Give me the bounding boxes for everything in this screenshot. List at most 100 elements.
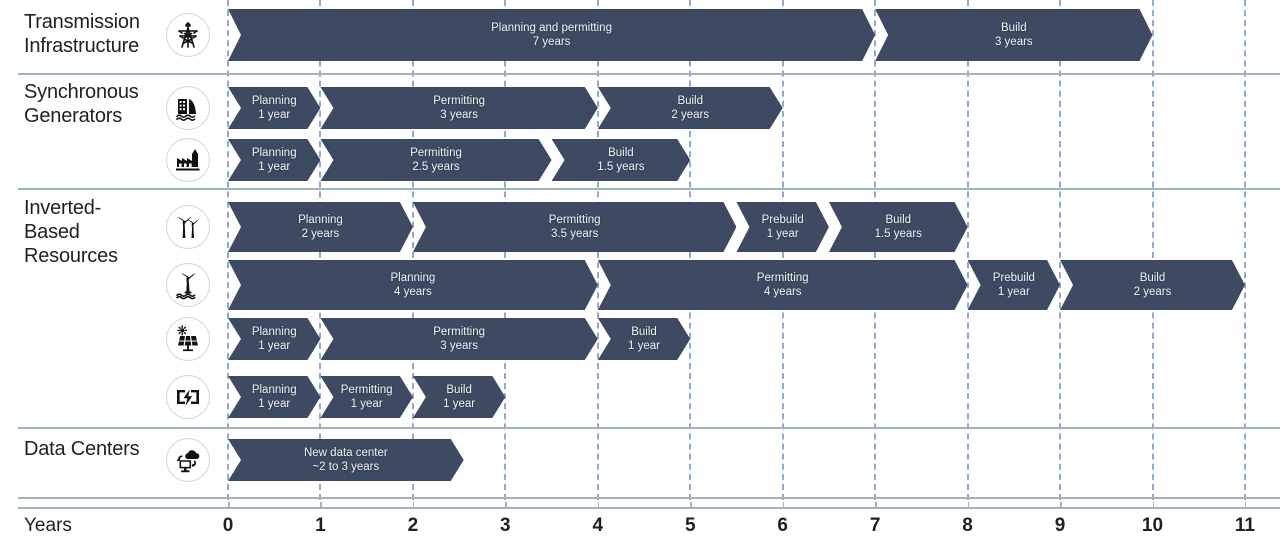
x-axis-tick-label: 5 xyxy=(684,515,696,536)
segment-phase: Permitting xyxy=(433,326,485,338)
segment-phase: Permitting xyxy=(410,147,462,159)
segment-label: New data center ~2 to 3 years xyxy=(300,446,392,474)
segment-phase: Planning xyxy=(251,326,297,338)
segment-label: Planning 1 year xyxy=(248,325,301,353)
group-separator-3 xyxy=(18,497,1280,499)
gridline-year-2 xyxy=(411,0,414,500)
segment-duration: 1.5 years xyxy=(597,161,645,173)
segment-duration: 1 year xyxy=(350,398,383,410)
x-axis-tick-2 xyxy=(412,502,415,508)
segment-phase: Prebuild xyxy=(761,214,804,226)
x-axis-tick-label: 9 xyxy=(1054,515,1066,536)
x-axis-tick-5 xyxy=(690,502,692,508)
battery-storage-icon xyxy=(166,375,210,419)
x-axis-tick-label: 4 xyxy=(592,515,604,536)
gridline-year-0 xyxy=(227,0,229,500)
segment-phase: Build xyxy=(631,326,657,338)
x-axis-tick-9 xyxy=(1060,502,1062,508)
segment-phase: Permitting xyxy=(433,95,485,107)
segment-duration: 2.5 years xyxy=(412,161,460,173)
x-axis-title: Years xyxy=(24,515,72,536)
segment-phase: Permitting xyxy=(756,272,809,284)
segment-phase: Planning xyxy=(298,214,343,226)
group-separator-2 xyxy=(18,427,1280,429)
segment-label: Permitting 2.5 years xyxy=(406,146,466,174)
x-axis-tick-11 xyxy=(1244,502,1247,508)
segment-duration: 2 years xyxy=(671,109,710,121)
x-axis-tick-label: 10 xyxy=(1141,515,1164,536)
x-axis-tick-8 xyxy=(967,502,970,508)
segment-phase: Build xyxy=(1001,22,1027,34)
gridline-year-10 xyxy=(1151,0,1154,500)
segment-phase: Planning xyxy=(390,272,436,284)
segment-duration: 1 year xyxy=(258,109,291,121)
segment-label: Permitting 3 years xyxy=(429,325,489,353)
segment-phase: New data center xyxy=(303,447,388,459)
category-label: Inverted- Based Resources xyxy=(24,197,118,267)
gridline-year-11 xyxy=(1243,0,1246,500)
x-axis-tick-4 xyxy=(597,502,600,508)
group-separator-1 xyxy=(18,188,1280,190)
segment-duration: 1 year xyxy=(258,161,291,173)
x-axis-tick-label: 7 xyxy=(869,515,881,536)
onshore-wind-icon xyxy=(166,205,210,249)
segment-duration: ~2 to 3 years xyxy=(312,461,380,473)
x-axis-tick-3 xyxy=(505,502,507,508)
segment-duration: 4 years xyxy=(763,286,802,298)
x-axis-line xyxy=(18,507,1280,509)
timeline-segment: Build 1 year xyxy=(597,318,691,360)
timeline-segment: Build 2 years xyxy=(597,87,783,129)
data-center-cloud-icon xyxy=(166,438,210,482)
gridline-year-8 xyxy=(966,0,969,500)
gridline-year-9 xyxy=(1059,0,1062,500)
segment-label: Permitting 4 years xyxy=(753,271,813,299)
segment-duration: 1 year xyxy=(628,340,660,352)
segment-duration: 2 years xyxy=(1133,286,1172,298)
timeline-segment: Planning 1 year xyxy=(228,87,321,129)
segment-phase: Build xyxy=(677,95,704,107)
segment-duration: 3.5 years xyxy=(551,228,599,240)
segment-duration: 1 year xyxy=(443,398,476,410)
x-axis-tick-1 xyxy=(320,502,322,508)
x-axis-tick-label: 8 xyxy=(962,515,973,536)
segment-phase: Planning xyxy=(251,384,297,396)
x-axis-tick-0 xyxy=(228,502,230,508)
x-axis-tick-label: 3 xyxy=(500,515,511,536)
x-axis-tick-label: 1 xyxy=(315,515,326,536)
segment-duration: 3 years xyxy=(440,340,478,352)
segment-label: Planning 1 year xyxy=(248,94,301,122)
group-separator-0 xyxy=(18,73,1280,75)
segment-duration: 4 years xyxy=(394,286,432,298)
timeline-segment: New data center ~2 to 3 years xyxy=(228,439,464,481)
x-axis-tick-label: 0 xyxy=(222,515,234,536)
timeline-segment: Permitting 4 years xyxy=(597,260,968,310)
segment-duration: 1 year xyxy=(258,340,291,352)
x-axis-tick-6 xyxy=(782,502,785,508)
segment-duration: 1 year xyxy=(997,286,1030,298)
segment-phase: Planning xyxy=(251,95,297,107)
segment-phase: Build xyxy=(885,214,912,226)
timeline-segment: Planning 1 year xyxy=(228,376,321,418)
category-label: Synchronous Generators xyxy=(24,81,139,127)
segment-duration: 1 year xyxy=(258,398,291,410)
